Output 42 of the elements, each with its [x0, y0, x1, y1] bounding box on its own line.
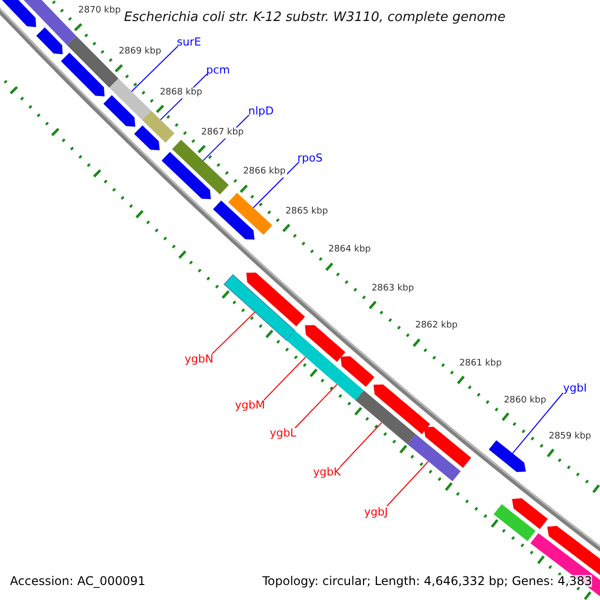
gene-label: ygbN: [184, 354, 214, 364]
gene-bar: [323, 362, 364, 400]
genome-info-text: Topology: circular; Length: 4,646,332 bp; Genes: 4,383: [262, 575, 592, 587]
tick-label: 2863 kbp: [370, 283, 415, 294]
leader-line: [264, 356, 306, 400]
tick-label: 2859 kbp: [548, 431, 592, 442]
tick-label: 2864 kbp: [327, 244, 372, 256]
gene-label: rpoS: [297, 152, 323, 164]
gene-label: ygbM: [235, 400, 265, 410]
gene-bar: [408, 434, 461, 482]
gene-bar: [172, 140, 229, 194]
tick-label: 2868 kbp: [158, 87, 204, 98]
leader-line: [386, 461, 429, 506]
leader-line: [512, 392, 564, 454]
gene-bar: [286, 330, 332, 373]
gene-label: ygbK: [313, 466, 341, 478]
gene-label: nlpD: [248, 106, 274, 116]
leader-line: [212, 312, 256, 354]
gene-label: pcm: [206, 64, 230, 76]
tick-label: 2866 kbp: [242, 166, 287, 178]
leader-line: [340, 422, 382, 468]
tick-label: 2860 kbp: [502, 395, 548, 406]
gene-bar: [142, 110, 174, 143]
tick-label: 2865 kbp: [284, 206, 329, 218]
gene-bar: [355, 390, 416, 444]
tick-label: 2869 kbp: [118, 46, 162, 58]
gene-bar: [488, 440, 526, 472]
gene-label: ygbL: [270, 428, 296, 438]
tick-label: 2861 kbp: [458, 358, 503, 370]
tick-label: 2867 kbp: [200, 127, 245, 138]
gene-label: surE: [176, 36, 202, 48]
gene-bar: [109, 78, 152, 120]
gene-label: ygbI: [563, 382, 587, 394]
gene-label: ygbJ: [364, 506, 388, 518]
leader-line: [294, 384, 338, 428]
gene-bar: [224, 274, 296, 341]
accession-text: Accession: AC_000091: [10, 575, 146, 587]
leader-line: [252, 162, 300, 208]
title: Escherichia coli str. K-12 substr. W3110, complete genome: [124, 11, 506, 24]
gene-bar: [228, 192, 272, 235]
tick-label: 2870 kbp: [77, 5, 122, 16]
tick-label: 2862 kbp: [414, 320, 459, 332]
